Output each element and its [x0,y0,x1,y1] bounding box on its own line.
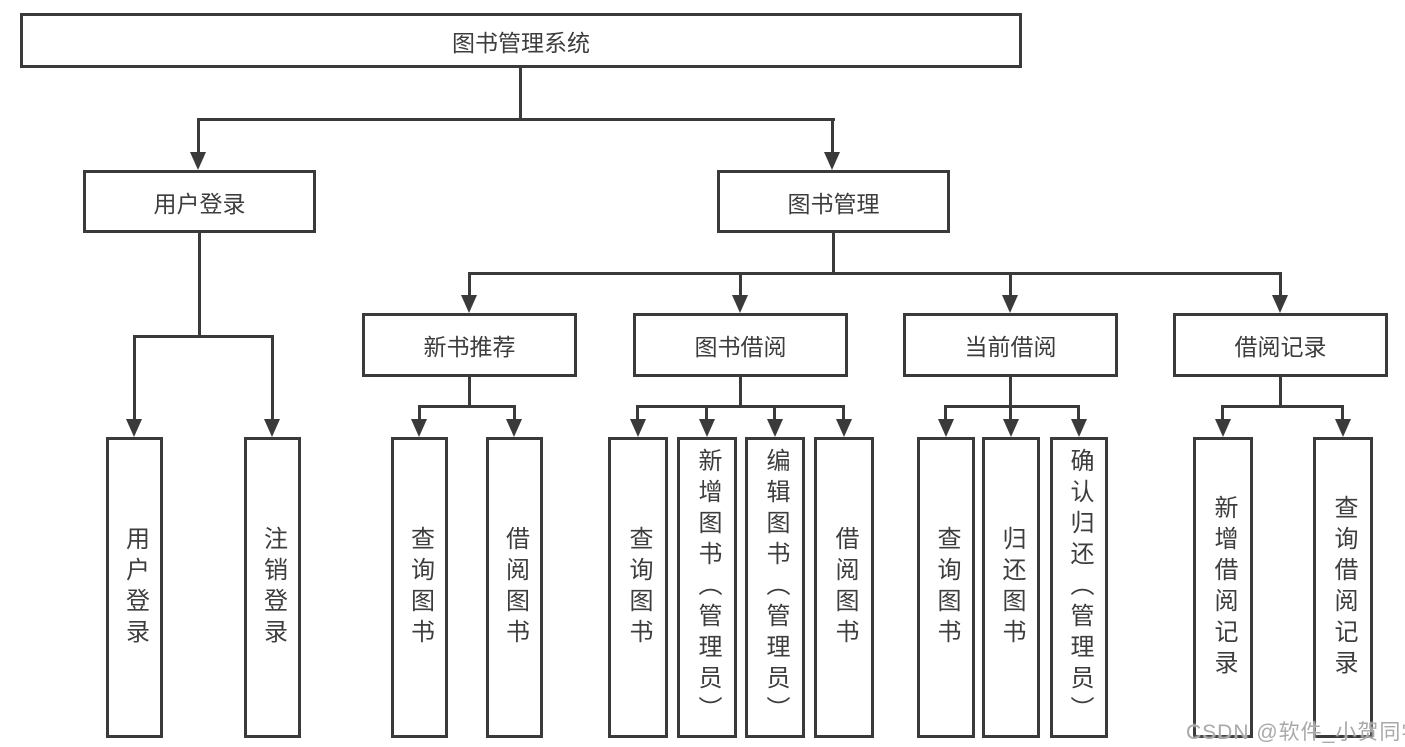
leaf-query-books-borrow: 查询图书 [608,437,668,738]
node-current-borrow: 当前借阅 [903,313,1118,377]
node-label: 图书管理系统 [452,29,590,56]
leaf-return-books: 归还图书 [982,437,1040,738]
connector-line [831,118,834,154]
leaf-borrow-books-recommend: 借阅图书 [486,437,543,738]
leaf-confirm-return-admin: 确认归还（管理员） [1050,437,1108,738]
connector-line [739,377,742,405]
leaf-logout: 注销登录 [244,437,301,738]
connector-line [1009,405,1012,421]
node-label: 查询图书 [406,525,434,650]
node-label: 借阅图书 [501,525,529,650]
node-label: 新增图书（管理员） [694,448,721,727]
connector-line [133,335,274,338]
connector-line [197,118,200,154]
leaf-add-borrow-record: 新增借阅记录 [1193,437,1253,738]
arrow-down-icon [836,419,852,437]
arrow-down-icon [699,419,715,437]
connector-line [739,272,742,297]
connector-line [271,335,274,421]
arrow-down-icon [824,152,840,170]
node-label: 新增借阅记录 [1210,494,1237,681]
node-user-login: 用户登录 [83,170,316,233]
connector-line [1279,272,1282,297]
connector-line [133,335,136,421]
node-label: 用户登录 [121,525,149,650]
connector-line [705,405,708,421]
arrow-down-icon [938,419,954,437]
connector-line [418,405,516,408]
arrow-down-icon [461,295,477,313]
arrow-down-icon [1335,419,1351,437]
arrow-down-icon [190,152,206,170]
arrow-down-icon [506,419,522,437]
connector-line [1221,405,1344,408]
arrow-down-icon [1071,419,1087,437]
node-label: 当前借阅 [964,334,1057,360]
leaf-user-login: 用户登录 [106,437,163,738]
connector-line [418,405,421,421]
connector-line [832,233,835,272]
node-label: 确认归还（管理员） [1066,448,1093,727]
connector-line [513,405,516,421]
node-label: 查询图书 [933,525,960,650]
node-label: 图书管理 [787,190,880,217]
node-label: 编辑图书（管理员） [762,448,789,727]
node-label: 注销登录 [259,525,287,650]
node-label: 新书推荐 [423,334,516,360]
arrow-down-icon [126,419,142,437]
connector-line [944,405,1080,408]
watermark: CSDN @软件_小贺同学 [1186,721,1405,744]
arrow-down-icon [732,295,748,313]
leaf-borrow-books: 借阅图书 [814,437,874,738]
node-label: 归还图书 [998,525,1025,650]
leaf-edit-books-admin: 编辑图书（管理员） [745,437,805,738]
connector-line [1221,405,1224,421]
leaf-query-borrow-record: 查询借阅记录 [1313,437,1373,738]
node-label: 借阅记录 [1234,334,1327,360]
node-new-book-recommend: 新书推荐 [362,313,577,377]
node-label: 查询图书 [625,525,652,650]
leaf-add-books-admin: 新增图书（管理员） [677,437,737,738]
connector-line [1341,405,1344,421]
connector-line [636,405,639,421]
connector-line [519,68,522,118]
node-label: 图书借阅 [694,334,787,360]
connector-line [197,118,835,121]
arrow-down-icon [1272,295,1288,313]
node-label: 查询借阅记录 [1330,494,1357,681]
connector-line [842,405,845,421]
leaf-query-books-recommend: 查询图书 [391,437,448,738]
node-label: 借阅图书 [831,525,858,650]
node-library-management-system: 图书管理系统 [20,13,1022,68]
arrow-down-icon [767,419,783,437]
node-borrow-records: 借阅记录 [1173,313,1388,377]
node-book-borrow: 图书借阅 [633,313,848,377]
node-label: 用户登录 [153,190,246,217]
connector-line [1279,377,1282,405]
connector-line [773,405,776,421]
connector-line [636,405,845,408]
connector-line [468,272,1282,275]
connector-line [944,405,947,421]
connector-line [198,233,201,335]
arrow-down-icon [630,419,646,437]
connector-line [468,377,471,405]
node-book-management: 图书管理 [717,170,950,233]
connector-line [468,272,471,297]
leaf-query-books-current: 查询图书 [917,437,975,738]
connector-line [1009,272,1012,297]
arrow-down-icon [1215,419,1231,437]
arrow-down-icon [1002,295,1018,313]
arrow-down-icon [264,419,280,437]
connector-line [1009,377,1012,405]
arrow-down-icon [1003,419,1019,437]
arrow-down-icon [411,419,427,437]
connector-line [1077,405,1080,421]
